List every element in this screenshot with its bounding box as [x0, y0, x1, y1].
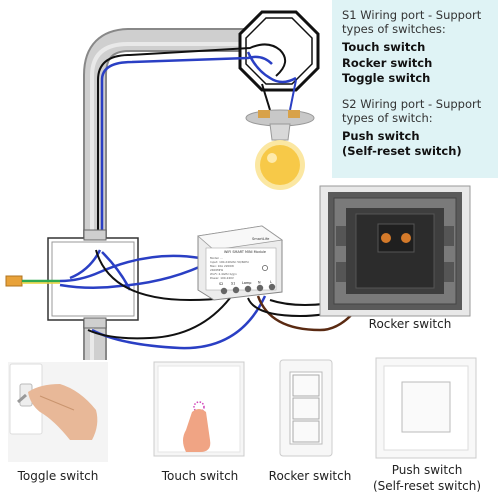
module-spec-line: Input: 100-240VAC 50/60Hz	[210, 260, 249, 264]
module-brand: SmartLife	[252, 237, 270, 241]
caption-rocker-switch: Rocker switch	[268, 469, 352, 483]
touch-switch-image	[153, 361, 245, 457]
push-switch-image	[375, 357, 477, 459]
module-terminal-label: S1	[231, 282, 235, 286]
conduit-wires	[97, 43, 297, 250]
s1-port-heading: S1 Wiring port - Support types of switch…	[342, 8, 482, 36]
module-terminal-label: L	[270, 280, 272, 284]
s2-switch-type-list: Push switch (Self-reset switch)	[342, 129, 492, 160]
module-spec-line: Power: 100-240V	[210, 276, 234, 280]
junction-wires	[59, 249, 267, 350]
module-terminal-label: Lamp	[242, 281, 251, 285]
s1-switch-type-list: Touch switch Rocker switch Toggle switch	[342, 40, 492, 87]
smart-module: SmartLife WIFI SMART MINI Module Model: …	[197, 225, 284, 301]
caption-toggle-switch: Toggle switch	[17, 469, 99, 483]
module-spec-line: 2400MHz	[210, 268, 224, 272]
list-item: Push switch	[342, 128, 420, 143]
list-item: Rocker switch	[342, 55, 433, 70]
module-spec-line: Model: ...	[210, 256, 223, 260]
conduit-pipe	[83, 28, 255, 360]
module-terminal-label: N	[258, 281, 261, 285]
ce-mark-icon	[262, 265, 268, 271]
rocker-switch-large	[319, 185, 471, 317]
ceiling-junction-box	[238, 10, 320, 92]
light-bulb	[245, 109, 315, 190]
s2-port-heading: S2 Wiring port - Support types of switch…	[342, 96, 482, 125]
wire-connector	[5, 275, 60, 287]
caption-push-switch-note: (Self-reset switch)	[372, 479, 482, 493]
module-spec-line: Wi-Fi: 2.4GHz b/g/n	[210, 272, 237, 276]
caption-rocker-switch-main: Rocker switch	[368, 317, 452, 331]
caption-touch-switch: Touch switch	[161, 469, 239, 483]
module-spec-line: Max: 10A 2200W	[210, 264, 234, 268]
toggle-switch-image	[8, 362, 108, 462]
rocker-switch-small-image	[279, 359, 333, 457]
list-item: Toggle switch	[342, 71, 431, 85]
wiring-port-info-box: S1 Wiring port - Support types of switch…	[332, 0, 498, 178]
list-item: (Self-reset switch)	[342, 144, 462, 158]
caption-push-switch: Push switch	[391, 463, 463, 477]
list-item: Touch switch	[342, 40, 426, 54]
module-terminal-label: S2	[219, 282, 223, 286]
module-title: WIFI SMART MINI Module	[224, 250, 266, 254]
